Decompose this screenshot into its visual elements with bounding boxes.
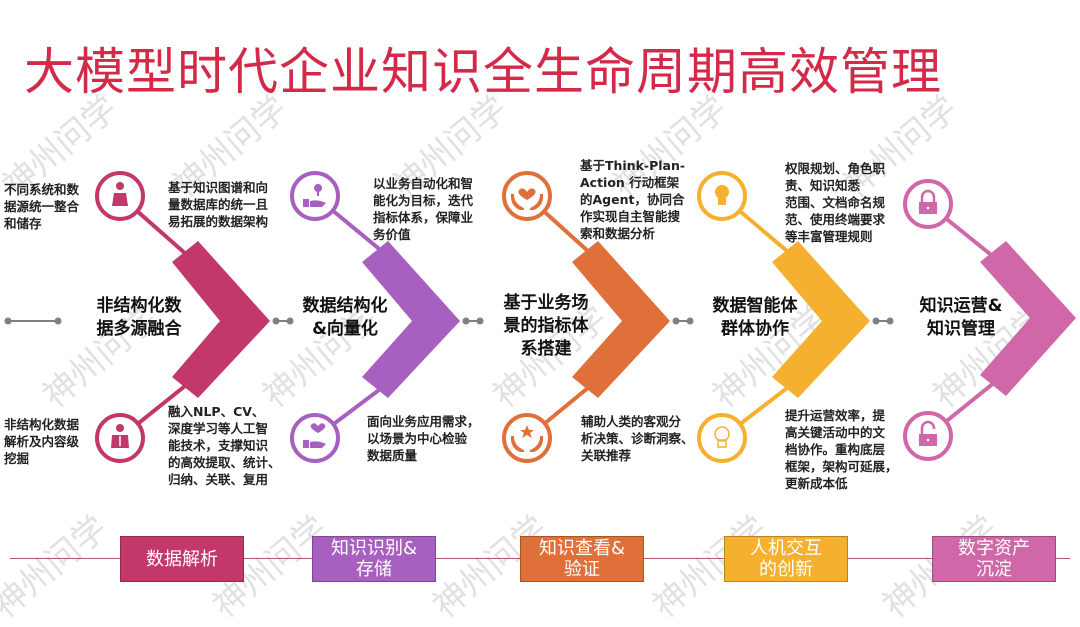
stage-1-top-left-note: 不同系统和数 据源统一整合 和储存 [4, 182, 80, 231]
stage-1-bottom-right-note: 融入NLP、CV、 深度学习等人工智 能技术，支撑知识 的高效提取、统计、 归纳… [168, 404, 281, 487]
phase-human-machine-innovation: 人机交互 的创新 [724, 536, 848, 582]
stage-4-top-right-note: 权限规划、角色职 责、知识知悉 范围、文档命名规 范、使用终端要求 等丰富管理规… [785, 161, 886, 244]
connector [4, 317, 62, 325]
stage-4-bottom-right-note: 提升运营效率，提 高关键活动中的文 档协作。重构底层 框架，架构可延展， 更新成… [785, 408, 898, 491]
hand-heart-icon [303, 423, 326, 448]
lightbulb-outline-icon [714, 426, 730, 448]
lock-open-icon [919, 420, 937, 446]
lightbulb-filled-icon [715, 185, 729, 205]
lifecycle-diagram [4, 171, 1076, 463]
stage-2-bottom-right-note: 面向业务应用需求， 以场景为中心检验 数据质量 [367, 414, 480, 463]
stage-2-top-right-note: 以业务自动化和智 能化为目标，迭代 指标体系，保障业 务价值 [373, 176, 474, 242]
stage-3-bottom-right-note: 辅助人类的客观分 析决策、诊断洞察、 关联推荐 [581, 414, 694, 463]
stage-1-bottom-left-note: 非结构化数据 解析及内容级 挖掘 [4, 417, 80, 466]
connector [272, 317, 294, 325]
lock-closed-icon [919, 189, 937, 214]
woman-user-icon [112, 182, 128, 206]
phase-data-parsing: 数据解析 [120, 536, 244, 582]
page-title: 大模型时代企业知识全生命周期高效管理 [24, 43, 942, 101]
stage-2-chevron [290, 171, 460, 463]
stage-1-top-right-note: 基于知识图谱和向 量数据库的统一且 易拓展的数据架构 [168, 180, 269, 229]
connector [872, 317, 894, 325]
connector [462, 317, 484, 325]
stage-4-label: 数据智能体 群体协作 [712, 296, 798, 339]
phase-knowledge-identification-storage: 知识识别& 存储 [312, 536, 436, 582]
stage-2-label: 数据结构化 &向量化 [302, 296, 388, 339]
hands-star-icon [510, 425, 544, 452]
businessman-icon [111, 424, 129, 448]
stage-3-label: 基于业务场 景的指标体 系搭建 [503, 293, 589, 359]
stage-3-top-right-note: 基于Think-Plan- Action 行动框架 的Agent，协同合 作实现… [580, 158, 686, 241]
stage-5-label: 知识运营& 知识管理 [919, 296, 1003, 339]
phase-digital-asset-accumulation: 数字资产 沉淀 [932, 536, 1056, 582]
connector [672, 317, 694, 325]
stage-1-label: 非结构化数 据多源融合 [96, 296, 182, 339]
hands-heart-icon [510, 188, 544, 210]
phase-knowledge-view-verify: 知识查看& 验证 [520, 536, 644, 582]
hand-lightbulb-icon [303, 184, 326, 207]
